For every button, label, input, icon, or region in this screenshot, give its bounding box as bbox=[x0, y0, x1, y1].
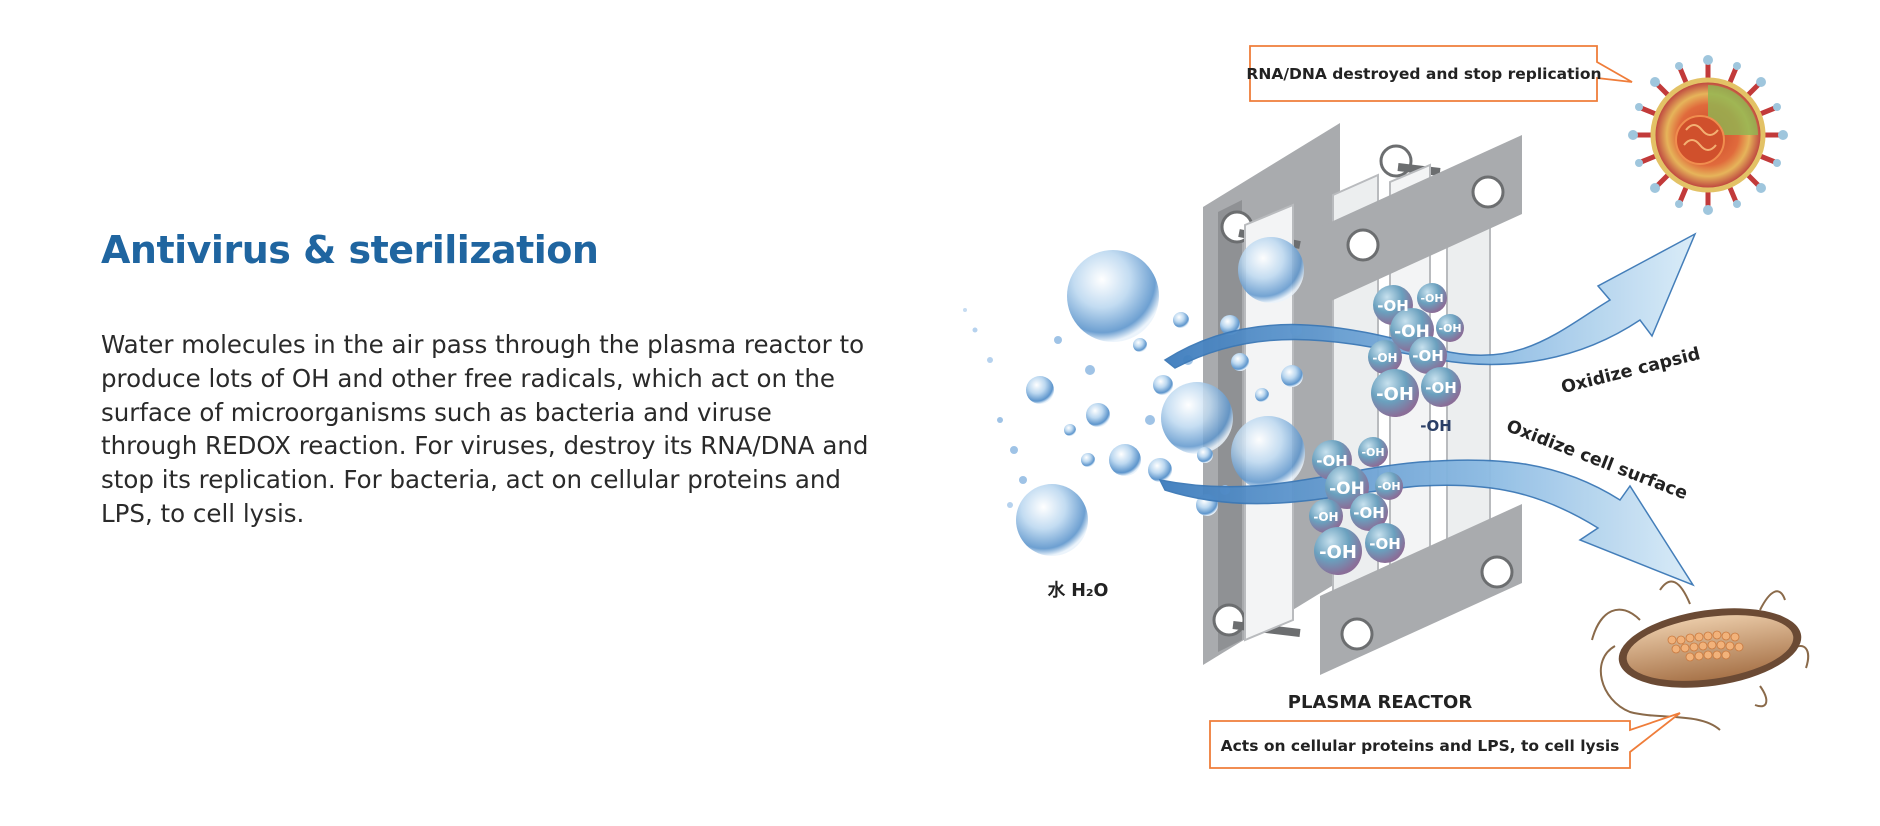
water-label: 水 H₂O bbox=[1048, 580, 1109, 601]
oh-radical: -OH bbox=[1425, 379, 1457, 397]
section-title: Antivirus & sterilization bbox=[101, 228, 598, 272]
oh-free-label: -OH bbox=[1420, 417, 1452, 435]
oh-radical: -OH bbox=[1420, 292, 1443, 305]
oh-radical: -OH bbox=[1319, 542, 1357, 563]
oh-radical: -OH bbox=[1316, 452, 1348, 470]
section-description: Water molecules in the air pass through … bbox=[101, 328, 871, 531]
virus-illustration bbox=[1628, 55, 1788, 215]
callout-bottom: Acts on cellular proteins and LPS, to ce… bbox=[1210, 713, 1680, 768]
oh-radical: -OH bbox=[1329, 479, 1365, 499]
oh-radical: -OH bbox=[1376, 384, 1414, 405]
plasma-reactor-diagram: -OH -OH -OH -OH -OH -OH -OH -OH -OH -OH … bbox=[940, 0, 1880, 826]
callout-bottom-text: Acts on cellular proteins and LPS, to ce… bbox=[1221, 737, 1620, 755]
arrow-label-oxidize-capsid: Oxidize capsid bbox=[1559, 344, 1702, 398]
oh-radical: -OH bbox=[1438, 322, 1461, 335]
oh-radical: -OH bbox=[1353, 504, 1385, 522]
oh-radical: -OH bbox=[1369, 535, 1401, 553]
reactor-label: PLASMA REACTOR bbox=[1288, 692, 1473, 713]
bacterium-illustration bbox=[1592, 582, 1808, 730]
oh-radical: -OH bbox=[1412, 347, 1444, 365]
oh-radical: -OH bbox=[1394, 322, 1430, 342]
oh-radical: -OH bbox=[1313, 510, 1338, 524]
callout-top-text: RNA/DNA destroyed and stop replication bbox=[1246, 65, 1601, 83]
oh-radical: -OH bbox=[1377, 480, 1400, 493]
oh-radical: -OH bbox=[1361, 446, 1384, 459]
oh-radical: -OH bbox=[1372, 351, 1397, 365]
oh-radical: -OH bbox=[1377, 297, 1409, 315]
callout-top: RNA/DNA destroyed and stop replication bbox=[1246, 46, 1632, 101]
